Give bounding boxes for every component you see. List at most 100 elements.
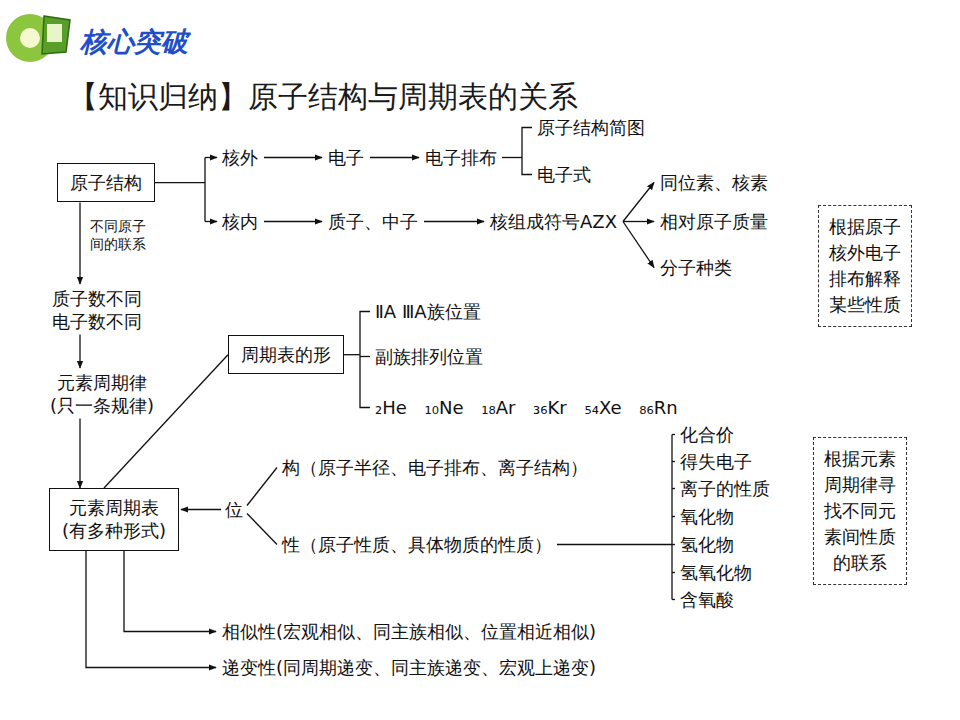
label-text: 质子、中子 [328,211,418,232]
label-text: 相对原子质量 [660,211,768,232]
label-text: 不同原子 间的联系 [90,218,146,252]
flow-arrow [264,157,322,158]
bracket [672,572,675,573]
label-text: 元素周期律 (只一条规律) [50,372,154,416]
text-label: 电子 [328,147,364,170]
text-label: 相似性(宏观相似、同主族相似、位置相近相似) [222,621,596,644]
flow-arrow [623,221,654,222]
branch-line [247,514,277,545]
flow-arrow [424,221,484,222]
flow-arrow [264,221,322,222]
atom-structure-box: 原子结构 [57,163,155,202]
note-box: 根据元素 周期律寻 找不同元 素间性质 的联系 [813,437,907,585]
flow-arrow [623,222,654,268]
text-label: 递变性(同周期递变、同主族递变、宏观上递变) [222,657,596,680]
text-label: 离子的性质 [680,478,770,501]
text-label: 位 [225,499,243,522]
label-text: 氢氧化物 [680,562,752,583]
label-text: 原子结构简图 [537,117,645,138]
box-text: 周期表的形 [241,343,331,366]
bracket [672,461,675,462]
text-label: 不同原子 间的联系 [90,217,146,253]
text-label: 核内 [222,211,258,234]
label-text: 化合价 [680,424,734,445]
flow-arrow [181,509,221,510]
bracket [672,434,675,435]
bracket [360,356,370,357]
text-label: 副族排列位置 [375,346,483,369]
text-label: 质子、中子 [328,211,418,234]
bracket [672,544,675,545]
label-text: 副族排列位置 [375,346,483,367]
label-text: 离子的性质 [680,478,770,499]
box-text: 根据元素 周期律寻 找不同元 素间性质 的联系 [824,446,896,576]
text-label: 元素周期律 (只一条规律) [50,372,154,417]
text-label: 电子排布 [425,147,497,170]
text-label: ⅡA ⅢA族位置 [375,301,481,324]
flow-arrow [370,157,419,158]
bracket [344,354,360,355]
text-label: 含氧酸 [680,589,734,612]
flow-arrow [623,183,654,222]
label-text: 核组成符号AZX [490,211,617,232]
text-label: 氢氧化物 [680,562,752,585]
flow-arrow [205,221,217,222]
bracket [557,544,672,545]
label-text: 性（原子性质、具体物质的性质） [282,534,552,555]
text-label: ₂He ₁₀Ne ₁₈Ar ₃₆Kr ₅₄Xe ₈₆Rn [375,397,678,420]
note-box: 根据原子 核外电子 排布解释 某些性质 [818,205,912,327]
text-label: 化合价 [680,424,734,447]
title-text: 【知识归纳】原子结构与周期表的关系 [68,79,578,114]
label-text: 构（原子半径、电子排布、离子结构） [282,457,588,478]
flow-arrow [124,551,216,632]
label-text: 电子 [328,147,364,168]
text-label: 氢化物 [680,534,734,557]
text-label: 质子数不同 电子数不同 [52,288,142,333]
label-text: 位 [225,499,243,520]
label-text: 氧化物 [680,506,734,527]
label-text: ⅡA ⅢA族位置 [375,301,481,322]
text-label: 核组成符号AZX [490,211,617,234]
branch-line [204,158,205,222]
flow-arrow [79,335,80,369]
bracket [522,128,532,175]
label-text: 电子式 [537,164,591,185]
text-label: 构（原子半径、电子排布、离子结构） [282,457,588,480]
branch-line [247,468,277,506]
flow-arrow [79,419,80,489]
label-text: 同位素、核素 [660,172,768,193]
text-label: 核外 [222,147,258,170]
text-label: 性（原子性质、具体物质的性质） [282,534,552,557]
text-label: 同位素、核素 [660,172,768,195]
flow-arrow [86,551,216,668]
label-text: 质子数不同 电子数不同 [52,288,142,332]
label-text: 核外 [222,147,258,168]
logo-screen-face [47,24,62,42]
logo-screen [42,16,70,54]
table-form-box: 周期表的形 [228,335,344,374]
text-label: 得失电子 [680,451,752,474]
flow-arrow [205,157,217,158]
bracket [672,516,675,517]
box-text: 元素周期表 (有多种形式) [62,496,166,543]
label-text: 核内 [222,211,258,232]
text-label: 分子种类 [660,257,732,280]
logo-icon [6,14,70,62]
bracket [672,599,675,600]
bracket [360,312,370,408]
text-label: 相对原子质量 [660,211,768,234]
label-text: 得失电子 [680,451,752,472]
text-label: 氧化物 [680,506,734,529]
box-text: 原子结构 [70,171,142,194]
text-label: 电子式 [537,164,591,187]
label-text: 核心突破 [80,26,188,57]
label-text: ₂He ₁₀Ne ₁₈Ar ₃₆Kr ₅₄Xe ₈₆Rn [375,397,678,418]
box-text: 根据原子 核外电子 排布解释 某些性质 [829,214,901,318]
page-title: 【知识归纳】原子结构与周期表的关系 [68,77,578,118]
periodic-table-box: 元素周期表 (有多种形式) [49,488,179,551]
flow-arrow [79,202,80,284]
text-label: 核心突破 [80,25,188,59]
label-text: 分子种类 [660,257,732,278]
bracket [502,157,522,158]
label-text: 电子排布 [425,147,497,168]
